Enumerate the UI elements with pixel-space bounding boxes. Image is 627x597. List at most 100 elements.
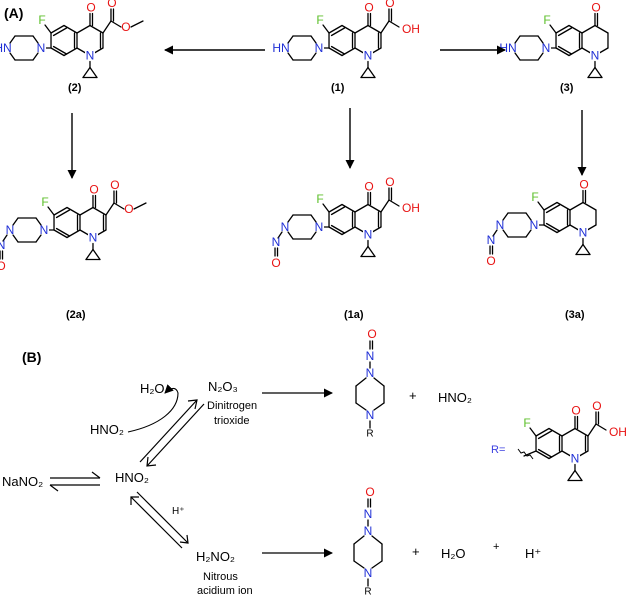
ring-bond xyxy=(310,35,317,44)
ring-nitrogen: N xyxy=(591,49,600,63)
cyclopropyl-bond xyxy=(367,66,376,79)
ring-bond xyxy=(537,35,544,44)
piperazine-nitrogen: N xyxy=(364,566,373,580)
nitroso-oxygen: O xyxy=(367,327,376,341)
ring-bond xyxy=(373,377,385,387)
fluorine-atom: F xyxy=(316,192,323,206)
bond xyxy=(529,427,537,437)
ring-double-bond xyxy=(328,24,343,34)
compound-2a-label: (2a) xyxy=(66,309,86,321)
ring-double-bond xyxy=(52,45,68,55)
ring-bond xyxy=(556,224,571,234)
ring-double-bond xyxy=(537,430,553,440)
ring-bond xyxy=(341,226,356,236)
h-plus-product-text: H⁺ xyxy=(525,546,541,561)
bond xyxy=(380,20,390,34)
nitroso-oxygen: O xyxy=(486,254,495,268)
ring-double-bond xyxy=(328,203,343,213)
carboxyl-oxygen: O xyxy=(385,175,394,189)
ester-oxygen: O xyxy=(124,202,133,216)
nano2-text: NaNO₂ xyxy=(2,474,43,489)
h2no2-formula: H₂NO₂ xyxy=(196,549,235,564)
ring-bond xyxy=(12,234,19,243)
ring-double-bond xyxy=(543,224,558,234)
ring-bond xyxy=(9,35,16,44)
ring-bond xyxy=(568,24,583,34)
nitroso-nitrogen: N xyxy=(364,507,373,521)
hydroxyl-group: OH xyxy=(402,22,420,36)
ring-double-bond xyxy=(557,27,573,37)
cyclopropyl-bond xyxy=(567,469,576,482)
bond xyxy=(388,199,400,207)
methyl-bond xyxy=(130,20,144,28)
ring-bond xyxy=(92,206,107,216)
bond xyxy=(105,202,115,216)
ring-bond xyxy=(287,35,294,44)
ring-double-bond xyxy=(555,47,570,57)
nitroso-nitrogen: N xyxy=(0,238,5,252)
bond xyxy=(322,203,330,213)
compound-2-label: (2) xyxy=(68,82,82,94)
ring-bond xyxy=(548,450,563,460)
ring-double-bond xyxy=(53,206,68,216)
ring-double-bond xyxy=(555,24,570,34)
ring-nitrogen: N xyxy=(364,49,373,63)
ring-bond xyxy=(89,24,104,34)
ring-nitrogen: N xyxy=(89,231,98,245)
ring-nitrogen: N xyxy=(571,452,580,466)
ring-nitrogen: N xyxy=(364,228,373,242)
equilibrium-n2o3-forward xyxy=(139,399,198,463)
h2o-product-text: H₂O xyxy=(441,546,466,561)
ring-bond xyxy=(525,229,532,238)
ketone-oxygen: O xyxy=(364,180,373,194)
equilibrium-nano2-reverse-head xyxy=(49,484,59,492)
cyclopropyl-bond xyxy=(587,66,596,79)
ring-bond xyxy=(353,535,365,545)
bond xyxy=(595,423,607,431)
fluorine-atom: F xyxy=(523,416,530,430)
ring-bond xyxy=(32,52,39,61)
ketone-oxygen: O xyxy=(86,1,95,15)
bond xyxy=(380,199,390,213)
ring-bond xyxy=(341,47,356,57)
piperazine-nitrogen: N xyxy=(315,220,324,234)
ketone-oxygen: O xyxy=(571,404,580,418)
equilibrium-h2no2-forward xyxy=(136,491,189,544)
ring-bond xyxy=(561,427,576,437)
ring-bond xyxy=(32,35,39,44)
ring-double-bond xyxy=(53,229,68,239)
ring-bond xyxy=(525,212,532,221)
bond xyxy=(113,202,125,210)
cyclopropyl-bond xyxy=(92,248,101,261)
equilibrium-h2no2-reverse-head xyxy=(130,496,139,505)
bond xyxy=(110,20,122,28)
ring-bond xyxy=(581,24,596,34)
ring-bond xyxy=(63,24,78,34)
r-group-label: R xyxy=(366,429,373,440)
piperazine-nitrogen: N xyxy=(366,366,375,380)
ring-double-bond xyxy=(545,204,561,214)
fluorine-atom: F xyxy=(41,195,48,209)
carboxyl-oxygen: O xyxy=(385,0,394,10)
r-equals-label: R= xyxy=(491,444,505,456)
bond xyxy=(549,24,557,34)
piperazine-nitrogen: N xyxy=(364,524,373,538)
equilibrium-n2o3-reverse xyxy=(146,403,205,467)
panel-b-label: (B) xyxy=(22,349,41,365)
ring-bond xyxy=(514,52,521,61)
piperazine-nh: HN xyxy=(499,41,516,55)
bond xyxy=(44,24,52,34)
nitroso-piperazine-nitrogen: N xyxy=(281,220,290,234)
ring-bond xyxy=(537,52,544,61)
ring-bond xyxy=(556,201,571,211)
panel-a-label: (A) xyxy=(4,5,23,21)
ring-bond xyxy=(35,234,42,243)
ring-double-bond xyxy=(330,27,346,37)
cyclopropyl-bond xyxy=(89,66,98,79)
bond xyxy=(537,201,545,211)
